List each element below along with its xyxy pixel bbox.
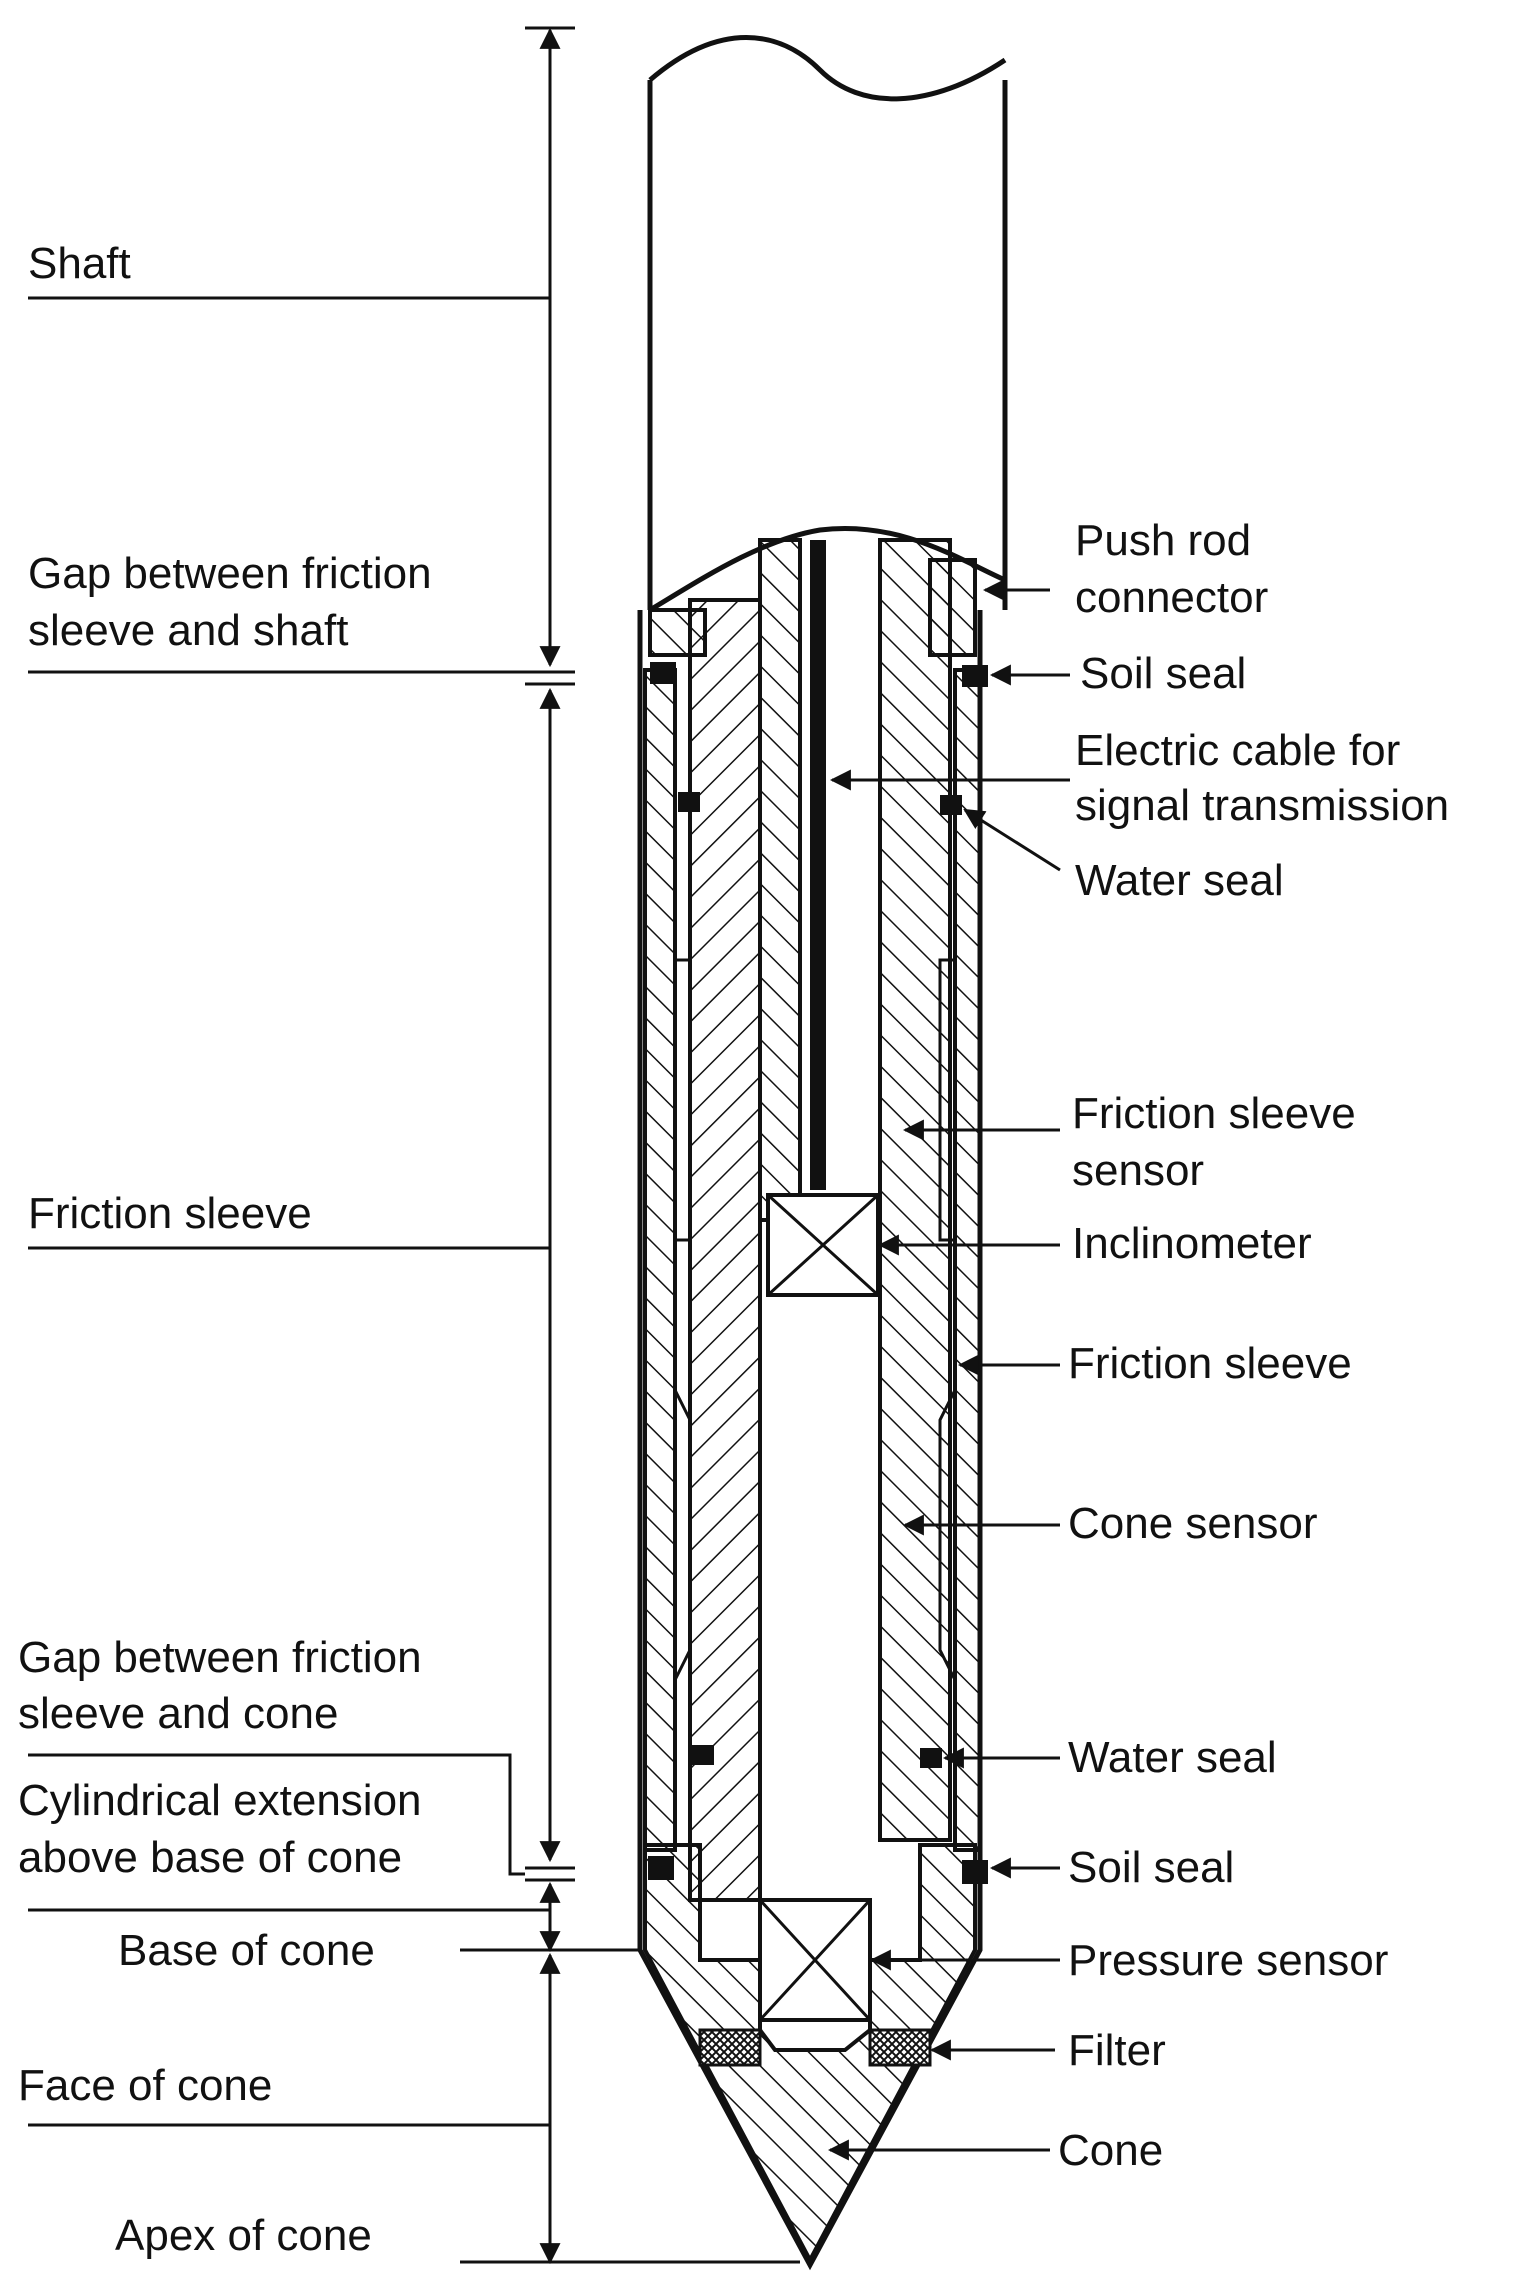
label-soil-seal-bottom: Soil seal <box>1068 1843 1234 1892</box>
label-push-rod-line1: Push rod <box>1075 516 1251 565</box>
label-push-rod-line2: connector <box>1075 573 1268 622</box>
soil-seal-bottom-left <box>648 1856 674 1880</box>
electric-cable <box>810 540 826 1190</box>
soil-seal-bottom-right <box>962 1860 988 1884</box>
label-apex-of-cone: Apex of cone <box>115 2211 372 2260</box>
label-shaft: Shaft <box>28 239 131 288</box>
label-soil-seal-top: Soil seal <box>1080 649 1246 698</box>
inclinometer-box <box>766 1193 880 1297</box>
water-seal-bottom-left <box>692 1745 714 1765</box>
soil-seal-top-left <box>650 662 676 684</box>
label-filter: Filter <box>1068 2026 1166 2075</box>
label-face-of-cone: Face of cone <box>18 2061 272 2110</box>
label-pressure-sensor: Pressure sensor <box>1068 1936 1388 1985</box>
label-electric-cable-line2: signal transmission <box>1075 781 1449 830</box>
label-gap-shaft-line1: Gap between friction <box>28 549 432 598</box>
left-leaders <box>28 296 800 2264</box>
friction-sleeve-walls <box>643 668 982 1852</box>
pressure-sensor-box <box>758 1898 872 2022</box>
label-gap-cone-line2: sleeve and cone <box>18 1689 338 1738</box>
label-gap-shaft-line2: sleeve and shaft <box>28 606 348 655</box>
label-friction-sleeve-right: Friction sleeve <box>1068 1339 1352 1388</box>
label-cyl-ext-line1: Cylindrical extension <box>18 1776 422 1825</box>
label-water-seal-top: Water seal <box>1075 856 1284 905</box>
label-cone: Cone <box>1058 2126 1163 2175</box>
label-base-of-cone: Base of cone <box>118 1926 375 1975</box>
soil-seal-top-right <box>962 665 988 687</box>
label-gap-cone-line1: Gap between friction <box>18 1633 422 1682</box>
label-friction-sleeve-left: Friction sleeve <box>28 1189 312 1238</box>
water-seal-bottom-right <box>920 1748 942 1768</box>
label-cyl-ext-line2: above base of cone <box>18 1833 402 1882</box>
label-friction-sleeve-sensor-line2: sensor <box>1072 1146 1204 1195</box>
label-cone-sensor: Cone sensor <box>1068 1499 1317 1548</box>
shaft-body <box>647 35 1008 613</box>
label-inclinometer: Inclinometer <box>1072 1219 1312 1268</box>
seals <box>648 662 988 1884</box>
label-electric-cable-line1: Electric cable for <box>1075 726 1400 775</box>
cone-tip <box>643 1843 977 2265</box>
water-seal-top-right <box>940 795 962 815</box>
dimension-lines <box>525 26 575 2265</box>
label-water-seal-bottom: Water seal <box>1068 1733 1277 1782</box>
label-friction-sleeve-sensor-line1: Friction sleeve <box>1072 1089 1356 1138</box>
right-leaders <box>827 579 1070 2161</box>
water-seal-top-left <box>678 792 700 812</box>
left-labels: Shaft Gap between friction sleeve and sh… <box>18 239 432 2260</box>
right-labels: Push rod connector Soil seal Electric ca… <box>1058 516 1449 2175</box>
